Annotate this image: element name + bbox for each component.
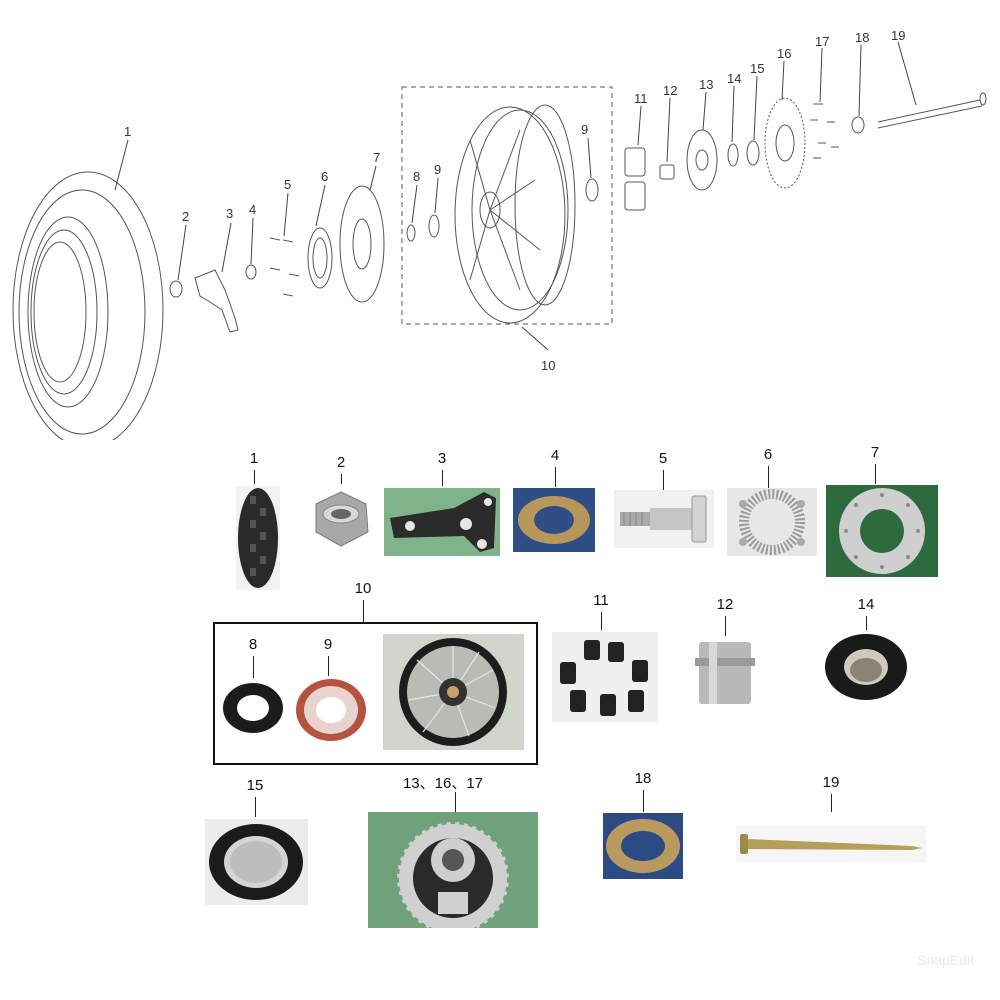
photo-tick-13-16-17 (455, 792, 456, 812)
photo-label-10: 10 (354, 580, 372, 597)
wheel-drawing (454, 104, 576, 324)
callout-2: 2 (182, 209, 189, 224)
callout-14: 14 (727, 71, 741, 86)
sprocket-carrier-drawing (686, 129, 718, 191)
wheel-group-box (401, 86, 613, 325)
photo-tick-10 (363, 600, 364, 622)
callout-6: 6 (321, 169, 328, 184)
brake-disc-photo (826, 485, 938, 577)
callout-15: 15 (750, 61, 764, 76)
photo-label-14: 14 (857, 596, 875, 613)
callout-16: 16 (777, 46, 791, 61)
dampers-photo (552, 632, 658, 722)
bearing-15-photo (205, 819, 308, 905)
tire-photo (236, 486, 280, 590)
photo-label-2: 2 (336, 454, 346, 471)
callout-9b: 9 (581, 122, 588, 137)
collar-18-drawing (851, 116, 865, 134)
callout-13: 13 (699, 77, 713, 92)
photo-tick-3 (442, 470, 443, 486)
collar-18-photo (603, 813, 683, 879)
callout-7: 7 (373, 150, 380, 165)
oil-seal-drawing (406, 224, 416, 242)
watermark-text: SnapEdit (917, 952, 974, 968)
nut-drawing (169, 280, 183, 298)
callout-8: 8 (413, 169, 420, 184)
callout-18: 18 (855, 30, 869, 45)
photo-tick-8 (253, 656, 254, 678)
photo-label-8: 8 (248, 636, 258, 653)
photo-tick-19 (831, 794, 832, 812)
sprocket-carrier-photo (368, 812, 538, 928)
photo-label-1: 1 (249, 450, 259, 467)
callout-5: 5 (284, 177, 291, 192)
photo-tick-7 (875, 464, 876, 484)
bolt-photo (614, 490, 714, 548)
callout-19: 19 (891, 28, 905, 43)
collar-12-photo (689, 638, 761, 708)
caliper-bracket-photo (384, 488, 500, 556)
photo-tick-2 (341, 474, 342, 484)
callout-17: 17 (815, 34, 829, 49)
axle-drawing (877, 92, 987, 129)
callout-3: 3 (226, 206, 233, 221)
photo-label-13-16-17: 13、16、17 (402, 775, 484, 792)
tire-drawing (12, 171, 164, 440)
photo-label-5: 5 (658, 450, 668, 467)
photo-tick-1 (254, 470, 255, 484)
photo-label-6: 6 (763, 446, 773, 463)
photo-label-19: 19 (822, 774, 840, 791)
caliper-bracket-drawing (194, 269, 239, 333)
leader-lines (114, 41, 917, 351)
photo-tick-15 (255, 797, 256, 817)
photo-label-18: 18 (634, 770, 652, 787)
photo-tick-9 (328, 656, 329, 678)
callout-1: 1 (124, 124, 131, 139)
callout-11: 11 (634, 91, 648, 106)
photo-label-9: 9 (323, 636, 333, 653)
photo-tick-5 (663, 470, 664, 490)
abs-ring-photo (727, 488, 817, 556)
photo-tick-14 (866, 616, 867, 630)
exploded-view-diagram: 1 2 3 4 5 6 7 8 9 9 10 11 12 13 14 15 16… (12, 28, 987, 440)
collar-drawing (245, 264, 257, 280)
axle-photo (736, 826, 926, 862)
dampers-drawing (624, 147, 646, 211)
oil-seal-14-photo (823, 632, 909, 702)
collar-4-photo (513, 488, 595, 552)
photo-label-12: 12 (716, 596, 734, 613)
photo-tick-12 (725, 616, 726, 636)
callout-12: 12 (663, 83, 677, 98)
bearing-drawing-left (428, 214, 440, 238)
photo-label-7: 7 (870, 444, 880, 461)
callout-numbers: 1 2 3 4 5 6 7 8 9 9 10 11 12 13 14 15 16… (124, 28, 905, 373)
sprocket-drawing (764, 97, 806, 189)
photo-label-11: 11 (593, 592, 609, 609)
collar-12-drawing (659, 164, 675, 180)
photo-label-3: 3 (437, 450, 447, 467)
photo-tick-18 (643, 790, 644, 812)
callout-4: 4 (249, 202, 256, 217)
oil-seal-8-photo (220, 680, 286, 736)
callout-9a: 9 (434, 162, 441, 177)
photo-label-4: 4 (550, 447, 560, 464)
photo-tick-6 (768, 466, 769, 488)
wheel-photo (383, 634, 524, 750)
photo-tick-4 (555, 467, 556, 487)
bolts-drawing (269, 237, 300, 297)
oil-seal-14-drawing (727, 143, 739, 167)
abs-ring-drawing (307, 227, 333, 289)
sprocket-bolts-drawing (810, 103, 839, 159)
photo-tick-11 (601, 612, 602, 630)
callout-10: 10 (541, 358, 555, 373)
bearing-drawing-right (585, 178, 599, 202)
wheel-group-frame (213, 622, 538, 765)
bearing-9-photo (293, 676, 369, 744)
bearing-15-drawing (746, 140, 760, 166)
brake-disc-drawing (339, 185, 385, 303)
photo-label-15: 15 (246, 777, 264, 794)
nut-photo (308, 486, 375, 552)
